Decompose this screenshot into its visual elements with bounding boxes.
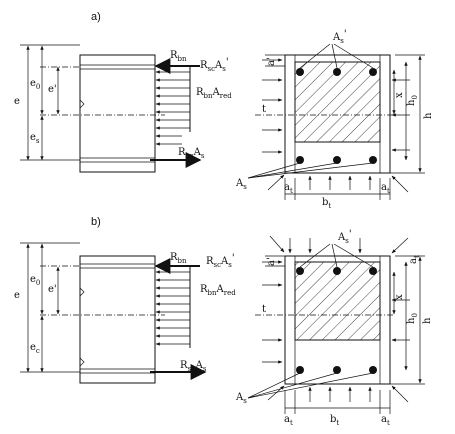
panel-b-stress-arrows	[150, 258, 207, 380]
panel-a-as-label: As	[235, 178, 247, 191]
panel-a-stress-arrows	[150, 58, 202, 168]
panel-a-label: a)	[91, 11, 101, 23]
panel-b-t-label: t	[262, 304, 266, 315]
panel-a-rbn-label: Rbn	[170, 50, 187, 63]
panel-a-bottom-bar	[296, 156, 304, 164]
panel-b-rsc-label: RscAs'	[206, 253, 235, 269]
panel-a-at-right-label: at	[381, 182, 390, 195]
panel-b-e0-label: e0	[30, 274, 40, 287]
panel-a-es-label: es	[30, 132, 40, 145]
panel-b-rbn-label: Rbn	[170, 252, 187, 265]
panel-b-bt-label: bt	[330, 414, 339, 427]
panel-b-at-right-label: at	[381, 414, 390, 427]
panel-a-x-label: x	[394, 92, 405, 98]
panel-a-top-bar	[296, 68, 304, 76]
panel-a-top-bar	[333, 68, 341, 76]
panel-a-bottom-bar	[369, 156, 377, 164]
panel-b-bottom-bar	[296, 366, 304, 374]
panel-a-rsc-label: RscAs'	[200, 57, 229, 73]
panel-b-x-label: x	[394, 294, 405, 300]
panel-b-ec-label: ec	[30, 342, 40, 355]
panel-b-e-label: e	[14, 290, 20, 301]
panel-a-cross-section: As' a' t x h0 h As at bt at	[235, 29, 434, 210]
panel-b-label: b)	[91, 216, 101, 228]
panel-a-elevation: e e0 e' es Rbn RscAs' RbnAred RsnAs	[14, 44, 232, 173]
panel-b-rbn-ared-label: RbnAred	[200, 284, 236, 297]
panel-a-rsn-label: RsnAs	[178, 147, 205, 160]
panel-a-bottom-bar	[333, 156, 341, 164]
panel-b-aprime-label: a'	[266, 257, 277, 266]
panel-b-top-bar	[296, 267, 304, 275]
panel-b-bottom-bar	[369, 366, 377, 374]
panel-b-top-bar	[333, 267, 341, 275]
panel-a-e0-label: e0	[30, 78, 40, 91]
panel-b-as-label: As	[235, 392, 247, 405]
panel-b-bottom-bar	[333, 366, 341, 374]
panel-b-h-label: h	[422, 317, 433, 324]
panel-a-top-bar	[369, 68, 377, 76]
panel-a-eprime-label: e'	[48, 84, 57, 95]
panel-a-at-left-label: at	[284, 182, 293, 195]
panel-b-at-left-label: at	[284, 414, 293, 427]
panel-a: a)	[14, 11, 434, 210]
panel-b-elevation: e e0 e' ec Rbn RscAs' RbnAred RsnAs	[14, 242, 236, 384]
panel-b-eprime-label: e'	[48, 284, 57, 295]
panel-b-cross-section: As' a' at t x h0 h As at bt at	[235, 229, 433, 427]
panel-a-bt-label: bt	[322, 197, 331, 210]
panel-b-top-bar	[369, 267, 377, 275]
panel-a-aprime-label: a'	[266, 57, 277, 66]
panel-a-e-label: e	[14, 96, 20, 107]
panel-b-h0-label: h0	[406, 313, 419, 324]
panel-b-rsn-label: RsnAs	[180, 360, 207, 373]
panel-a-h0-label: h0	[406, 95, 419, 106]
panel-a-h-label: h	[423, 112, 434, 119]
panel-a-as-prime-label: As'	[332, 29, 347, 45]
panel-a-t-label: t	[262, 104, 266, 115]
panel-b-as-prime-label: As'	[337, 229, 352, 245]
panel-a-rbn-ared-label: RbnAred	[196, 87, 232, 100]
panel-b: b)	[14, 216, 433, 427]
panel-b-at-top-label: at	[408, 255, 421, 264]
